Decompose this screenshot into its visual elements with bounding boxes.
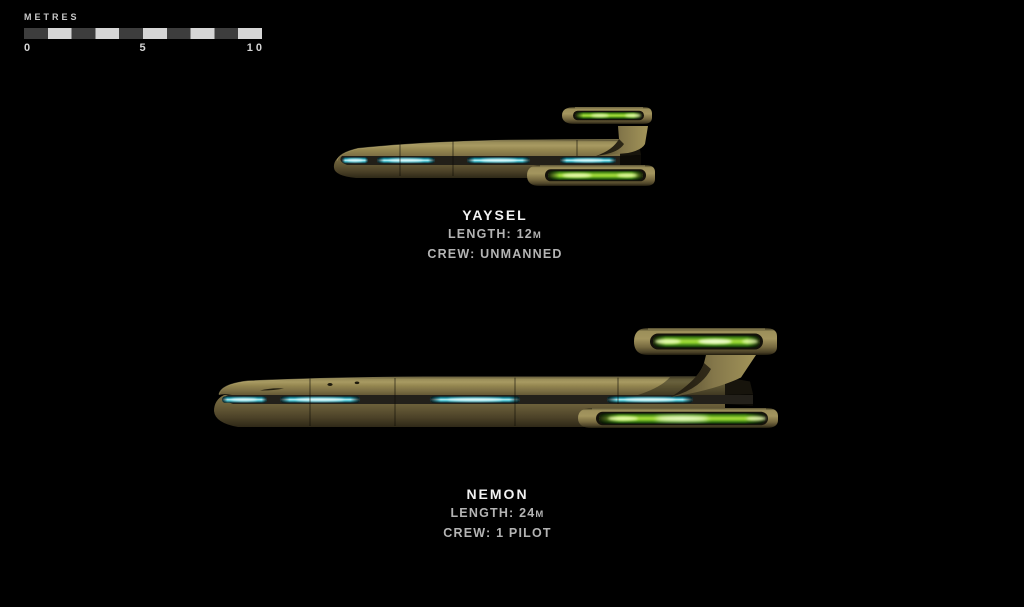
- scale-bar-segments: [24, 28, 262, 39]
- yaysel-caption: YAYSEL LENGTH: 12M CREW: UNMANNED: [330, 205, 660, 264]
- yaysel-cyan-lights: [342, 157, 616, 164]
- scale-tick-5: 5: [139, 42, 147, 54]
- nemon-top-nacelle: [634, 328, 777, 355]
- scale-tick-10: 10: [246, 42, 265, 54]
- ship-name-nemon: NEMON: [466, 486, 529, 502]
- yaysel-lower-pod: [527, 165, 655, 186]
- ship-name-yaysel: YAYSEL: [462, 207, 528, 223]
- nemon-cyan-lights: [222, 396, 693, 403]
- length-unit: M: [535, 509, 545, 520]
- scale-tick-0: 0: [24, 42, 32, 54]
- ship-crew-yaysel: CREW: UNMANNED: [427, 247, 563, 261]
- ship-length-yaysel: LENGTH: 12M: [330, 225, 660, 245]
- ship-crew-nemon: CREW: 1 PILOT: [443, 526, 552, 540]
- nemon-caption: NEMON LENGTH: 24M CREW: 1 PILOT: [210, 484, 785, 543]
- length-value: LENGTH: 24: [450, 506, 536, 520]
- nemon-hull-details: [260, 381, 360, 391]
- length-value: LENGTH: 12: [447, 227, 533, 241]
- nemon-lower-pod: [578, 408, 778, 428]
- scale-unit-label: METRES: [24, 12, 80, 22]
- yaysel-ship-illustration: [333, 107, 655, 186]
- nemon-ship-illustration: [214, 328, 778, 428]
- ship-length-nemon: LENGTH: 24M: [210, 504, 785, 524]
- ship-figure-nemon: NEMON LENGTH: 24M CREW: 1 PILOT: [210, 320, 785, 543]
- scale-bar: METRES 0 5 10: [24, 12, 262, 56]
- length-unit: M: [532, 230, 543, 241]
- scale-bar-ticks: 0 5 10: [24, 42, 262, 56]
- ship-figure-yaysel: YAYSEL LENGTH: 12M CREW: UNMANNED: [330, 98, 660, 264]
- yaysel-top-nacelle: [562, 107, 652, 124]
